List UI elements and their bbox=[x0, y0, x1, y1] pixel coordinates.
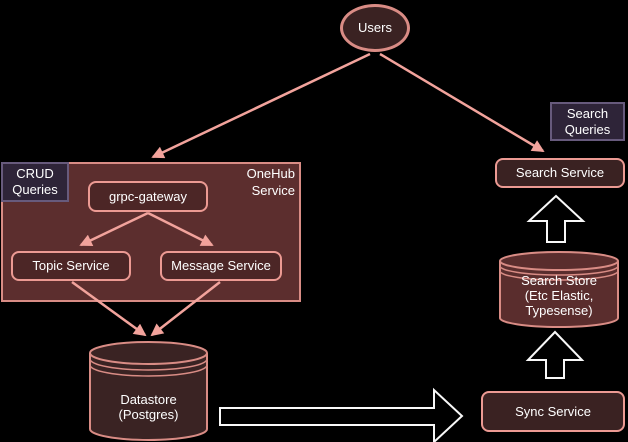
gateway-to-topic-arrow bbox=[79, 211, 149, 247]
topic-to-datastore-arrow bbox=[71, 280, 147, 337]
search-store-line3: Typesense) bbox=[525, 303, 593, 318]
search-store-cylinder bbox=[499, 251, 619, 328]
search-service-label: Search Service bbox=[515, 165, 605, 180]
datastore-to-sync-block-arrow bbox=[219, 387, 464, 442]
datastore-cylinder bbox=[89, 341, 208, 441]
message-service-label: Message Service bbox=[171, 258, 271, 273]
topic-service-label: Topic Service bbox=[32, 258, 110, 273]
search-store-label: Search Store (Etc Elastic, Typesense) bbox=[498, 273, 620, 318]
crud-queries-line1: CRUD bbox=[16, 166, 54, 181]
users-label: Users bbox=[358, 20, 392, 35]
sync-to-store-block-arrow bbox=[525, 330, 585, 379]
datastore-line1: Datastore bbox=[120, 392, 177, 407]
store-to-search-service-block-arrow bbox=[526, 194, 586, 243]
grpc-gateway-node: grpc-gateway bbox=[88, 181, 208, 212]
gateway-to-message-arrow bbox=[147, 211, 214, 247]
sync-service-node: Sync Service bbox=[481, 391, 625, 432]
crud-queries-line2: Queries bbox=[12, 182, 58, 197]
search-queries-line1: Search bbox=[566, 105, 609, 121]
search-queries-badge: Search Queries bbox=[550, 102, 625, 141]
search-store-line1: Search Store bbox=[521, 273, 597, 288]
message-to-datastore-arrow bbox=[150, 281, 221, 337]
onehub-title-line1: OneHub bbox=[246, 166, 295, 181]
search-store-line2: (Etc Elastic, bbox=[524, 288, 594, 303]
onehub-container-title: OneHub Service bbox=[205, 165, 295, 199]
crud-queries-badge: CRUD Queries bbox=[1, 162, 69, 202]
datastore-line2: (Postgres) bbox=[118, 407, 179, 422]
message-service-node: Message Service bbox=[160, 251, 282, 281]
datastore-label: Datastore (Postgres) bbox=[88, 392, 209, 422]
users-to-onehub-arrow bbox=[151, 52, 371, 159]
users-to-search-service-arrow bbox=[379, 52, 545, 153]
onehub-title-line2: Service bbox=[251, 183, 295, 198]
grpc-gateway-label: grpc-gateway bbox=[108, 188, 188, 204]
search-queries-line2: Queries bbox=[564, 121, 611, 137]
users-node: Users bbox=[340, 4, 410, 52]
topic-service-node: Topic Service bbox=[11, 251, 131, 281]
sync-service-label: Sync Service bbox=[515, 403, 591, 419]
search-service-node: Search Service bbox=[495, 158, 625, 188]
